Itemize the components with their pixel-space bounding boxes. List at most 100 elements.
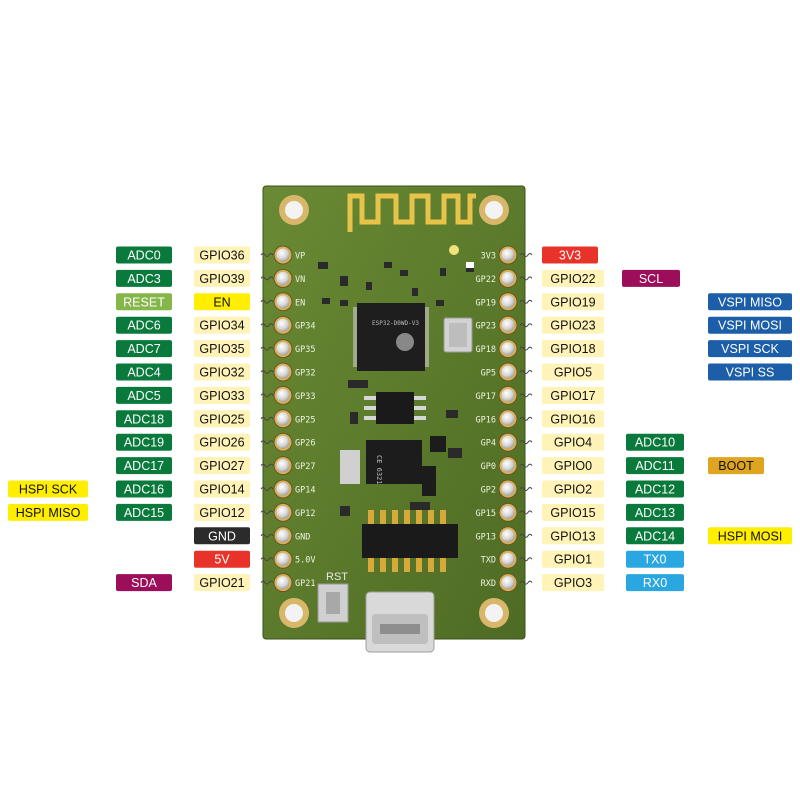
pin-wave-icon [519, 440, 533, 445]
right-func-label-12-text: ADC14 [635, 529, 675, 543]
right-func-label-3-text: VSPI MOSI [718, 319, 782, 333]
mounting-hole-top-right [479, 195, 509, 225]
left-silk-9: GP27 [295, 462, 315, 472]
right-silk-0: 3V3 [481, 252, 496, 262]
right-pin-12 [498, 526, 518, 546]
right-silk-5: GP5 [481, 369, 496, 379]
right-gpio-label-14: GPIO3 [542, 574, 604, 592]
left-func-label-8-text: ADC19 [124, 436, 164, 450]
right-func-label-5-text: VSPI SS [726, 366, 775, 380]
right-gpio-label-13: GPIO1 [542, 550, 604, 568]
left-pin-6 [273, 385, 293, 405]
pin-wave-icon [260, 370, 274, 374]
right-silk-14: RXD [481, 579, 496, 589]
left-pin-14 [273, 573, 293, 593]
left-silk-13: 5.0V [295, 556, 315, 566]
right-silk-3: GP23 [476, 322, 496, 332]
rst-button[interactable] [317, 583, 349, 623]
pin-wave-icon [260, 299, 274, 304]
pin-wave-icon [519, 463, 533, 468]
right-silk-10: GP2 [481, 486, 496, 496]
left-extra-label-11: HSPI MISO [8, 503, 88, 521]
right-silk-7: GP16 [476, 415, 496, 425]
left-gpio-label-3-text: GPIO34 [199, 319, 244, 333]
pin-wave-icon [519, 580, 533, 585]
pin-wave-icon [519, 533, 533, 538]
right-func-label-11-text: ADC13 [635, 506, 675, 520]
right-gpio-label-12: GPIO13 [542, 527, 604, 545]
pin-wave-icon [260, 533, 274, 538]
right-gpio-label-8: GPIO4 [542, 433, 604, 451]
right-gpio-label-2: GPIO19 [542, 293, 604, 311]
right-func-label-8: ADC10 [626, 433, 684, 451]
left-extra-label-10: HSPI SCK [8, 480, 88, 498]
left-func-label-8: ADC19 [116, 433, 172, 451]
right-func-label-2-text: VSPI MISO [718, 295, 782, 309]
pin-wave-icon [260, 510, 274, 515]
right-silk-2: GP19 [476, 298, 496, 308]
right-func-label-10: ADC12 [626, 480, 684, 498]
pin-wave-icon [260, 580, 274, 585]
left-gpio-label-7: GPIO25 [194, 410, 250, 428]
left-func-label-0-text: ADC0 [127, 249, 160, 263]
right-gpio-label-6: GPIO17 [542, 386, 604, 404]
right-gpio-label-3: GPIO23 [542, 316, 604, 334]
right-func-label-14-text: RX0 [643, 576, 667, 590]
usb-serial-chip [362, 510, 458, 572]
left-extra-label-11-text: HSPI MISO [16, 506, 81, 520]
diode [422, 466, 436, 496]
right-func-label-1: SCL [622, 269, 680, 287]
svg-text:CE 6321: CE 6321 [375, 455, 383, 485]
module-text: ESP32-D0WD-V3 [372, 320, 419, 327]
right-silk-11: GP15 [476, 509, 496, 519]
left-gpio-label-14-text: GPIO21 [199, 576, 244, 590]
right-func-label-5: VSPI SS [708, 363, 792, 381]
left-gpio-label-10-text: GPIO14 [199, 483, 244, 497]
right-func-label-4-text: VSPI SCK [721, 342, 779, 356]
left-pin-10 [273, 479, 293, 499]
left-pin-12 [273, 526, 293, 546]
right-pin-10 [498, 479, 518, 499]
left-func-label-6: ADC5 [116, 386, 172, 404]
pin-wave-icon [260, 463, 274, 468]
pin-wave-icon [519, 346, 533, 351]
left-gpio-label-1-text: GPIO39 [199, 272, 244, 286]
right-pin-9 [498, 456, 518, 476]
left-silk-11: GP12 [295, 509, 315, 519]
pin-wave-icon [519, 393, 533, 398]
left-gpio-label-4: GPIO35 [194, 340, 250, 358]
right-func-label-0-text: 3V3 [559, 249, 581, 263]
pin-wave-icon [260, 440, 274, 445]
left-gpio-label-3: GPIO34 [194, 316, 250, 334]
right-gpio-label-5-text: GPIO5 [554, 366, 592, 380]
left-pin-3 [273, 315, 293, 335]
right-pin-3 [498, 315, 518, 335]
right-func-label-9-text: ADC11 [635, 459, 674, 473]
pin-wave-icon [519, 299, 533, 304]
right-silk-8: GP4 [481, 439, 496, 449]
right-func-label-13: TX0 [626, 550, 684, 568]
left-gpio-label-6: GPIO33 [194, 386, 250, 404]
right-silk-12: GP13 [476, 532, 496, 542]
pin-wave-icon [519, 276, 533, 281]
mounting-hole-top-left [279, 195, 309, 225]
right-func-label-4: VSPI SCK [708, 340, 792, 358]
left-func-label-2: RESET [116, 293, 172, 311]
left-func-label-10-text: ADC16 [124, 483, 164, 497]
left-gpio-label-0-text: GPIO36 [199, 249, 244, 263]
pin-wave-icon [519, 370, 533, 374]
right-gpio-label-7: GPIO16 [542, 410, 604, 428]
left-gpio-label-6-text: GPIO33 [199, 389, 244, 403]
left-func-label-3-text: ADC6 [127, 319, 160, 333]
status-led [449, 245, 459, 255]
right-pin-6 [498, 385, 518, 405]
left-pin-8 [273, 432, 293, 452]
left-func-label-3: ADC6 [116, 316, 172, 334]
right-func-label-14: RX0 [626, 574, 684, 592]
left-func-label-5: ADC4 [116, 363, 172, 381]
left-silk-6: GP33 [295, 392, 315, 402]
right-pin-2 [498, 292, 518, 312]
right-silk-1: GP22 [476, 275, 496, 285]
pin-wave-icon [260, 253, 274, 257]
right-gpio-label-10-text: GPIO2 [554, 483, 592, 497]
